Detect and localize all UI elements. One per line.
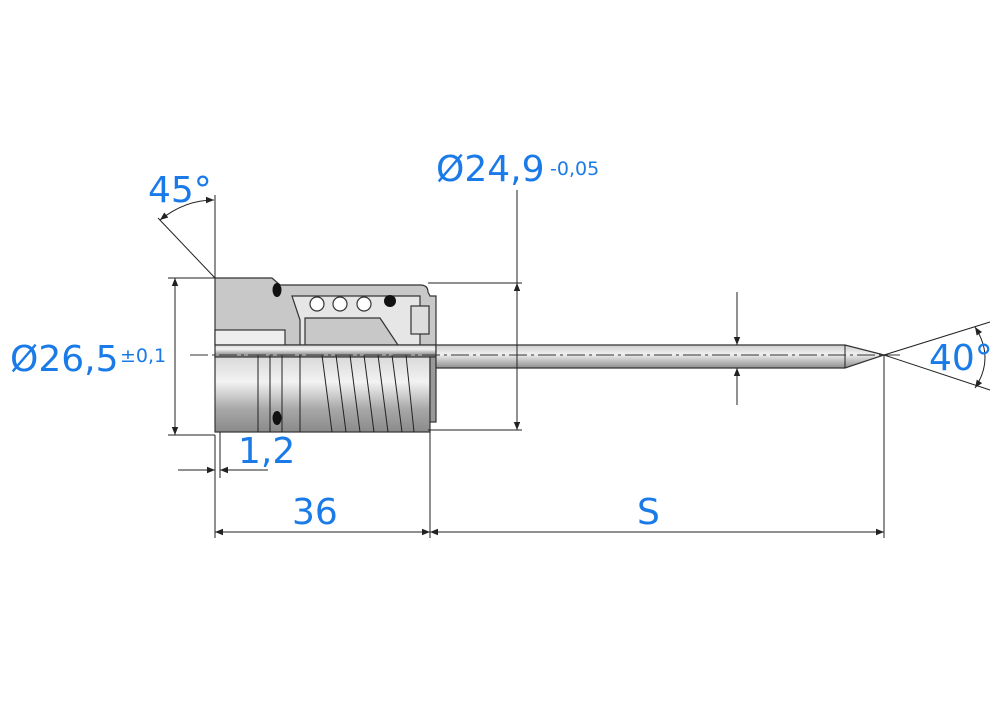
o-ring <box>272 283 282 297</box>
chamfer-angle-label: 45° <box>148 170 212 211</box>
bore-diameter-label: Ø26,5 <box>10 339 119 380</box>
tip-angle-dimension: 40° <box>883 321 993 391</box>
chamfer-length-label: 1,2 <box>238 431 295 472</box>
length-dimensions: 36 S <box>215 355 885 538</box>
stroke-length-label: S <box>637 492 660 533</box>
probe-needle <box>435 344 887 369</box>
tip-angle-label: 40° <box>929 338 993 379</box>
bore-diameter-dimension: Ø26,5 ±0,1 <box>10 277 215 436</box>
o-ring <box>384 295 396 307</box>
thread-lines <box>257 354 415 433</box>
spring-coils <box>309 296 372 312</box>
body-length-label: 36 <box>292 492 338 533</box>
outer-diameter-label: Ø24,9 <box>436 149 545 190</box>
outer-diameter-dimension: Ø24,9 -0,05 <box>428 149 599 431</box>
bore-diameter-tolerance: ±0,1 <box>120 345 166 367</box>
chamfer-length-dimension: 1,2 <box>178 431 295 538</box>
outer-diameter-tolerance: -0,05 <box>550 158 599 180</box>
connector-body <box>214 277 437 433</box>
chamfer-angle-dimension: 45° <box>148 170 216 279</box>
o-ring <box>272 411 282 425</box>
